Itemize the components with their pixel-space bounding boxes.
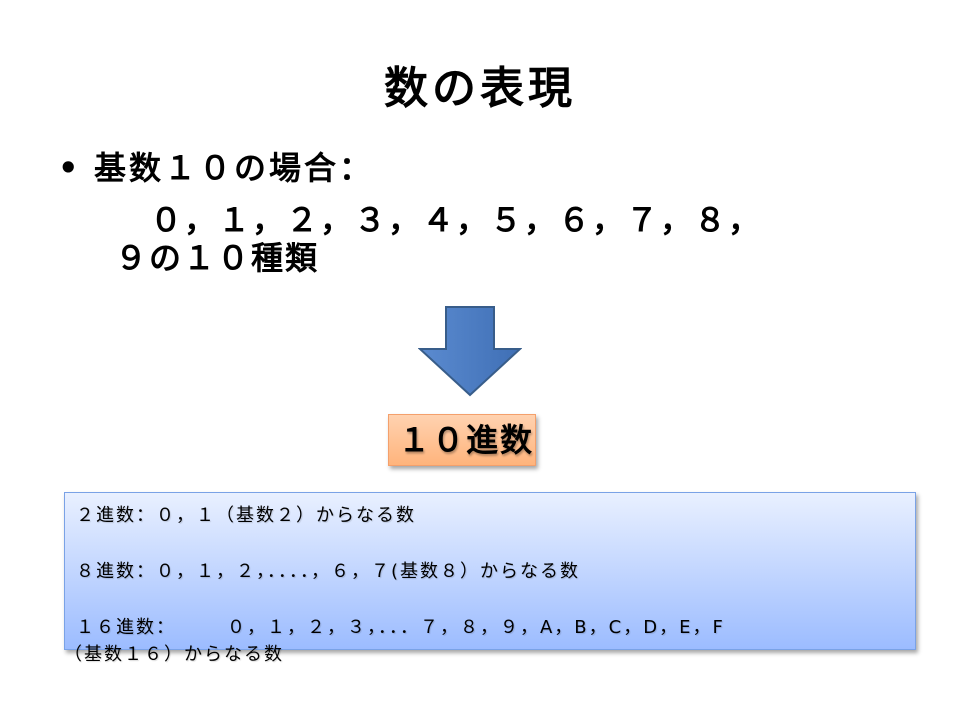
bullet-list: • 基数１０の場合： (58, 148, 918, 188)
info-line-binary: ２進数：０，１（基数２）からなる数 (76, 505, 416, 526)
bullet-text: 基数１０の場合： (94, 149, 375, 187)
base-label: １０進数 (398, 421, 535, 459)
info-line-hex-base: （基数１６）からなる数 (64, 644, 284, 665)
digits-line-1: ０，１，２，３，４，５，６，７，８， (150, 201, 763, 239)
bullet-item: • 基数１０の場合： (58, 148, 918, 188)
digits-line-2: ９の１０種類 (115, 239, 320, 277)
bullet-marker: • (58, 149, 79, 187)
info-line-octal: ８進数：０，１，２，．．．．，６，７(基数８）からなる数 (76, 561, 581, 582)
slide-title: 数の表現 (384, 63, 576, 114)
info-line-hex: １６進数： ０，１，２，３，．．．７，８，９，A，B，C，D，E，F (76, 617, 725, 638)
down-arrow-icon (418, 306, 522, 397)
info-box (64, 492, 916, 650)
base-label-box (388, 414, 536, 466)
